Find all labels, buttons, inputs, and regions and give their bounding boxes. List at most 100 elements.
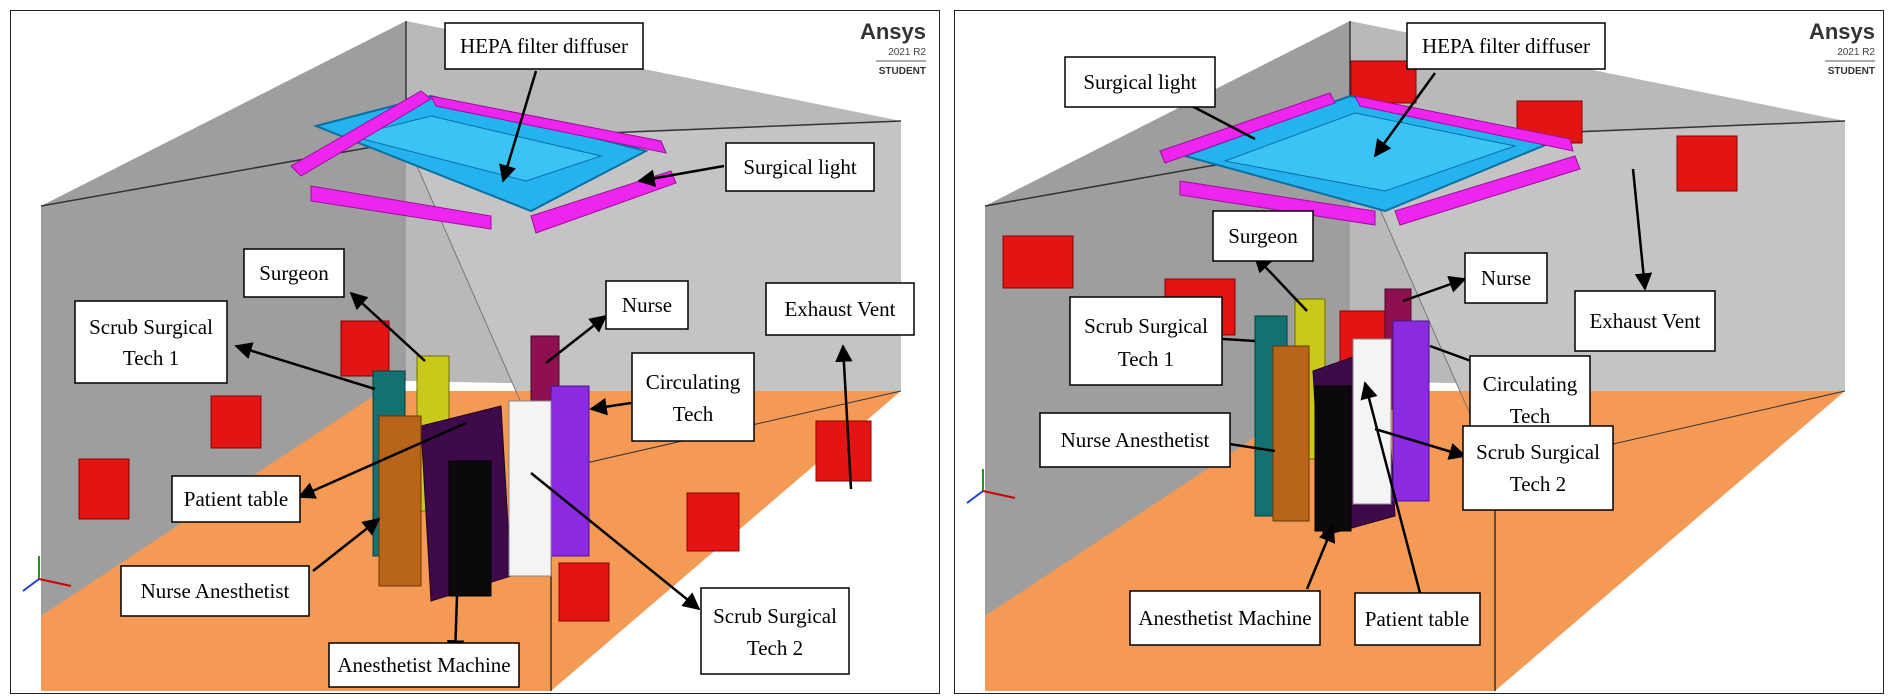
arrow-scrub-2 [1374,427,1467,460]
vent-left-1 [340,320,390,377]
svg-text:STUDENT: STUDENT [879,66,926,77]
label-circulating-line2: Tech [1510,404,1551,428]
vent-right [815,420,872,482]
surgical-light-shape-2 [430,95,667,154]
arrow-nurse-anesthetist [312,517,381,572]
arrow-nurse [1402,276,1467,303]
label-scrub-1-line1: Scrub Surgical [1084,314,1208,338]
label-box-exhaust [765,282,915,336]
label-scrub-2-line2: Tech 2 [1510,472,1566,496]
label-surgical-light: Surgical light [1083,70,1197,94]
label-scrub-2-line1: Scrub Surgical [713,604,837,628]
anesthetist-machine-shape [1314,385,1352,532]
label-circulating-line1: Circulating [1483,372,1578,396]
label-scrub-1-line1: Scrub Surgical [89,315,213,339]
arrow-hepa [1373,72,1437,158]
label-exhaust: Exhaust Vent [1589,309,1700,333]
svg-text:Ansys: Ansys [860,19,926,44]
vent-left-1 [1002,235,1074,289]
arrow-surgical-light [637,164,725,187]
label-nurse: Nurse [622,293,672,317]
label-box-patient-table [1354,592,1481,646]
label-hepa: HEPA filter diffuser [460,34,628,58]
label-box-scrub-2 [700,587,850,675]
label-box-hepa [1406,22,1606,70]
label-box-patient-table [171,475,301,523]
label-surgical-light: Surgical light [743,155,857,179]
room-model-left: HEPA filter diffuser Surgical light Surg… [22,19,926,691]
label-machine: Anesthetist Machine [337,653,510,677]
ansys-watermark: Ansys 2021 R2 STUDENT [860,19,926,77]
arrow-surgeon [349,291,426,362]
label-patient-table: Patient table [184,487,288,511]
surgical-light-shape-1 [1159,92,1336,164]
circulating-tech-shape [550,385,590,557]
label-box-machine [1129,590,1321,646]
panel-right-model: HEPA filter diffuser Surgical light Surg… [954,10,1884,694]
label-scrub-1-line2: Tech 1 [123,346,179,370]
arrow-exhaust [835,344,853,490]
vent-left-2 [210,395,262,449]
label-exhaust: Exhaust Vent [784,297,895,321]
vent-floor-2 [558,562,610,622]
label-box-scrub-2 [1462,425,1614,511]
label-box-surgical-light [1064,56,1216,108]
surgical-light-shape-3 [1179,180,1376,226]
surgical-light-shape-4 [1394,155,1581,226]
nurse-anesthetist-shape [1272,345,1310,522]
arrow-nurse [545,314,608,364]
ansys-watermark: Ansys 2021 R2 STUDENT [1809,19,1875,77]
label-box-nurse-anesthetist [1039,412,1231,468]
arrow-patient-table [1360,381,1422,594]
label-box-surgeon [1212,210,1314,262]
arrow-surgeon [1253,254,1308,312]
arrow-patient-table [297,421,467,499]
label-scrub-2-line1: Scrub Surgical [1476,440,1600,464]
label-circulating-line2: Tech [673,402,714,426]
arrow-machine [1305,524,1336,590]
nurse-anesthetist-shape [378,415,422,587]
panel-left-model: HEPA filter diffuser Surgical light Surg… [10,10,940,694]
scrub-tech-2-shape [1352,338,1392,505]
room-model-right: HEPA filter diffuser Surgical light Surg… [966,19,1875,691]
vent-left-3 [78,458,130,520]
label-box-nurse [1464,252,1548,304]
label-box-exhaust [1574,290,1716,352]
label-box-scrub-1 [1069,296,1223,386]
label-scrub-1-line2: Tech 1 [1118,347,1174,371]
vent-floor-1 [686,492,740,552]
label-nurse: Nurse [1481,266,1531,290]
circulating-tech-shape [1392,320,1430,502]
arrow-circulating [589,398,632,416]
label-scrub-2-line2: Tech 2 [747,636,803,660]
label-surgeon: Surgeon [1228,224,1298,248]
arrow-scrub-1 [234,342,376,391]
label-box-surgical-light [725,142,875,192]
surgical-light-shape-1 [290,90,432,177]
surgical-light-shape-3 [310,185,492,230]
label-box-scrub-1 [74,300,228,384]
label-nurse-anesthetist: Nurse Anesthetist [1061,428,1210,452]
vent-top-1 [1350,60,1417,104]
svg-text:STUDENT: STUDENT [1828,66,1875,77]
label-box-circulating [631,352,755,442]
label-nurse-anesthetist: Nurse Anesthetist [141,579,290,603]
label-machine: Anesthetist Machine [1138,606,1311,630]
svg-text:2021 R2: 2021 R2 [1837,47,1875,58]
arrow-exhaust [1631,168,1653,291]
label-surgeon: Surgeon [259,261,329,285]
label-box-nurse-anesthetist [120,565,310,617]
arrow-scrub-2 [530,472,701,611]
label-circulating-line1: Circulating [646,370,741,394]
scrub-tech-2-shape [508,400,552,577]
label-box-nurse [605,280,689,330]
vent-top-3 [1676,135,1738,192]
label-box-machine [328,642,520,688]
label-box-hepa [444,22,644,70]
label-patient-table: Patient table [1365,607,1469,631]
svg-text:Ansys: Ansys [1809,19,1875,44]
arrow-hepa [499,70,538,183]
anesthetist-machine-shape [448,460,492,597]
svg-text:2021 R2: 2021 R2 [888,47,926,58]
label-hepa: HEPA filter diffuser [1422,34,1590,58]
